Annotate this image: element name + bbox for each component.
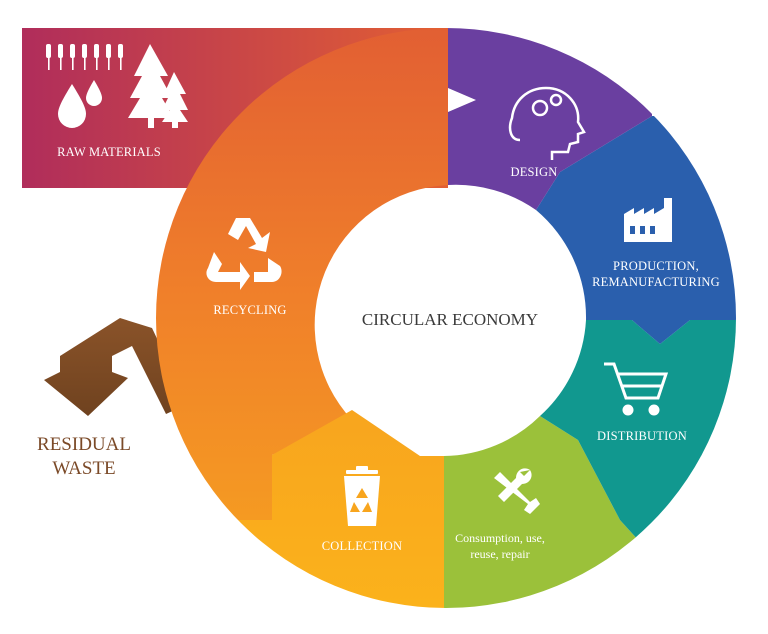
- recycle-bin-icon: [344, 466, 380, 526]
- down-arrow-icon: [44, 318, 188, 416]
- consumption-label-line1: Consumption, use,: [455, 531, 545, 545]
- shopping-cart-icon: [604, 362, 669, 416]
- head-gears-icon: [508, 86, 586, 160]
- recycle-icon: [206, 218, 282, 290]
- center-hole: [318, 190, 574, 446]
- raw-materials-label: RAW MATERIALS: [57, 145, 161, 159]
- consumption-label-line2: reuse, repair: [470, 547, 529, 561]
- design-label: DESIGN: [510, 165, 557, 179]
- recycling-label: RECYCLING: [213, 303, 286, 317]
- tools-icon: [494, 468, 540, 514]
- segment-recycling: [156, 28, 448, 520]
- production-label-line1: PRODUCTION,: [613, 259, 699, 273]
- factory-icon: [624, 198, 672, 242]
- distribution-label: DISTRIBUTION: [597, 429, 687, 443]
- center-label: CIRCULAR ECONOMY: [362, 310, 538, 329]
- production-label-line2: REMANUFACTURING: [592, 275, 720, 289]
- raw-materials-icon: [46, 44, 188, 128]
- residual-waste-label-line1: RESIDUAL: [37, 434, 131, 455]
- collection-label: COLLECTION: [322, 539, 402, 553]
- residual-waste-arrow: [44, 318, 188, 416]
- residual-waste-label-line2: WASTE: [52, 458, 115, 479]
- segment-design: [448, 28, 652, 210]
